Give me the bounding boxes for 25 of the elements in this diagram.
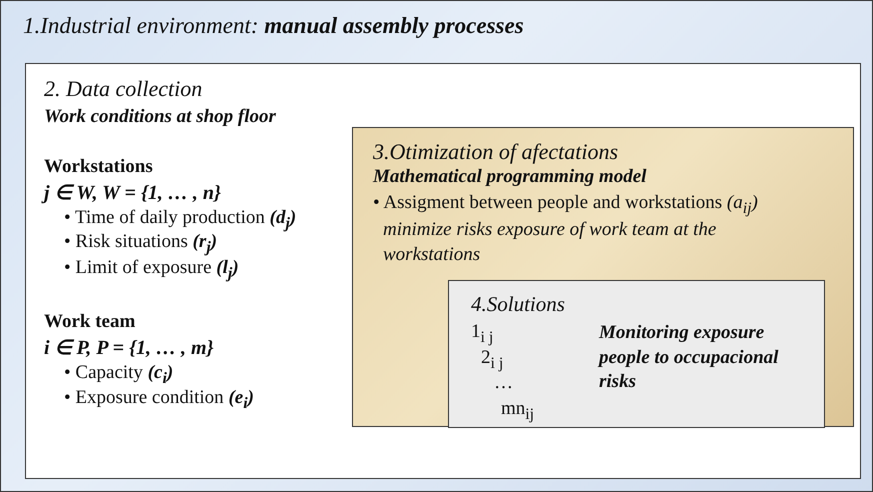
box-title: 3.Otimization of afectations <box>373 139 618 165</box>
box-title: 2. Data collection <box>44 76 202 102</box>
subtitle: Mathematical programming model <box>373 166 646 188</box>
description: Monitoring exposure people to occupacional risks <box>599 321 780 394</box>
list-item: • Risk situations (r$_{j}$) <box>64 231 218 257</box>
solution-index: mn$_{ij}$ <box>501 398 534 424</box>
data-collection-box <box>25 63 861 479</box>
solution-index: … <box>494 372 513 394</box>
list-item: • Time of daily production (d$_{j}$) <box>64 207 296 233</box>
set-definition: j ∈ W, W = {1, … , n} <box>44 180 221 205</box>
solutions-box <box>448 280 825 428</box>
list-item: • Limit of exposure (l$_{j}$) <box>64 257 239 283</box>
section-heading: Workstations <box>44 156 153 178</box>
solution-index: 2$_{i j}$ <box>481 347 504 373</box>
optimization-box <box>352 127 854 427</box>
set-definition: i ∈ P, P = {1, … , m} <box>44 336 214 360</box>
description: minimize risks exposure of work team at the workstations <box>383 218 718 267</box>
list-item: • Capacity (c$_{i}$) <box>64 362 174 388</box>
list-item: • Assigment between people and workstations (a$_{ij}$) <box>373 192 758 218</box>
box-title: 4.Solutions <box>471 292 565 317</box>
section-heading: Work team <box>44 311 136 333</box>
panel-title: 1.Industrial environment: manual assembly processes <box>23 13 524 39</box>
list-item: • Exposure condition (e$_{i}$) <box>64 387 254 413</box>
solution-index: 1$_{i j}$ <box>471 321 494 347</box>
subtitle: Work conditions at shop floor <box>44 106 276 128</box>
